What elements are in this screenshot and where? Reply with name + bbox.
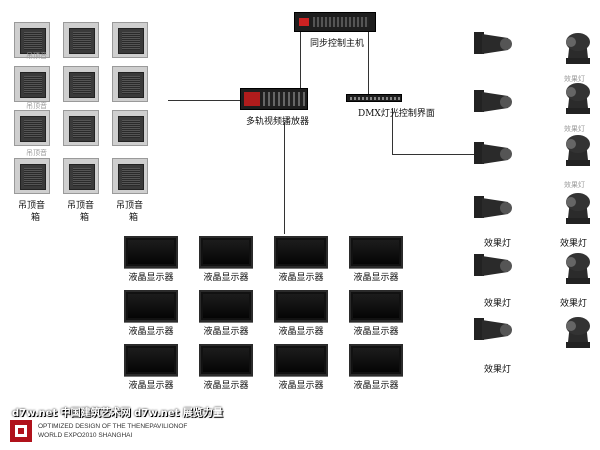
moving-head-faded-label-r1: 效果灯 (564, 75, 585, 83)
speaker-r4-c1 (14, 158, 50, 194)
speaker-label-3-line2: 箱 (129, 213, 139, 223)
lcd-label-r3-c1: 液晶显示器 (128, 381, 174, 391)
multitrack-player-unit (240, 88, 308, 110)
effect-light-icon-l2 (474, 90, 512, 112)
lcd-label-r3-c2: 液晶显示器 (203, 381, 249, 391)
lcd-monitor-r1-c1 (124, 236, 178, 268)
effect-light-label-l4: 效果灯 (484, 239, 512, 249)
speaker-label-3-line1: 吊顶音 (116, 201, 144, 211)
effect-light-icon-l6 (474, 318, 512, 340)
moving-head-icon-r4 (566, 193, 590, 224)
sync-controller-unit (294, 12, 376, 32)
lcd-monitor-r1-c3 (274, 236, 328, 268)
footer-line-1: OPTIMIZED DESIGN OF THE THENEPAVILIONOF (38, 423, 188, 430)
expo-logo-icon (10, 420, 32, 442)
footer: d7w.net 中国建筑艺术网 d7w.net 展览力量 OPTIMIZED D… (0, 408, 600, 450)
connector-player-sync (300, 28, 301, 88)
lcd-label-r1-c4: 液晶显示器 (353, 273, 399, 283)
effect-light-label-l5: 效果灯 (484, 299, 512, 309)
speaker-r1-c1 (14, 22, 50, 58)
lcd-monitor-r3-c3 (274, 344, 328, 376)
speaker-r1-c3 (112, 22, 148, 58)
speaker-r4-c3 (112, 158, 148, 194)
speaker-r4-c2 (63, 158, 99, 194)
lcd-monitor-r3-c4 (349, 344, 403, 376)
connector-dmx-down (392, 108, 393, 154)
effect-light-icon-l4 (474, 196, 512, 218)
dmx-console-label: DMX灯光控制界面 (358, 109, 435, 119)
lcd-monitor-r1-c4 (349, 236, 403, 268)
lcd-monitor-r2-c2 (199, 290, 253, 322)
speaker-label-1-line1: 吊顶音 (18, 201, 46, 211)
lcd-label-r1-c1: 液晶显示器 (128, 273, 174, 283)
speaker-r3-c2 (63, 110, 99, 146)
speaker-r2-c1 (14, 66, 50, 102)
speaker-r3-c1 (14, 110, 50, 146)
speaker-faded-label-1: 吊顶音 (26, 52, 47, 60)
moving-head-icon-r3 (566, 135, 590, 166)
footer-line-2: WORLD EXPO2010 SHANGHAI (38, 432, 133, 439)
moving-head-icon-r1 (566, 33, 590, 64)
lcd-monitor-r2-c3 (274, 290, 328, 322)
connector-sync-dmx (368, 28, 369, 94)
lcd-monitor-r1-c2 (199, 236, 253, 268)
connector-speakers-player (168, 100, 240, 101)
speaker-faded-label-2: 吊顶音 (26, 102, 47, 110)
lcd-label-r1-c2: 液晶显示器 (203, 273, 249, 283)
effect-light-label-l6: 效果灯 (484, 365, 512, 375)
lcd-monitor-r2-c1 (124, 290, 178, 322)
speaker-r1-c2 (63, 22, 99, 58)
lcd-monitor-r3-c1 (124, 344, 178, 376)
moving-head-icon-r6 (566, 317, 590, 348)
moving-head-label-r4: 效果灯 (560, 239, 588, 249)
lcd-label-r3-c4: 液晶显示器 (353, 381, 399, 391)
lcd-label-r2-c4: 液晶显示器 (353, 327, 399, 337)
watermark-text: d7w.net 中国建筑艺术网 d7w.net 展览力量 (12, 408, 223, 419)
moving-head-icon-r2 (566, 83, 590, 114)
speaker-label-2-line2: 箱 (80, 213, 90, 223)
effect-light-icon-l3 (474, 142, 512, 164)
moving-head-faded-label-r3: 效果灯 (564, 181, 585, 189)
lcd-monitor-r2-c4 (349, 290, 403, 322)
speaker-label-1-line2: 箱 (31, 213, 41, 223)
connector-player-monitors (284, 122, 285, 234)
speaker-r3-c3 (112, 110, 148, 146)
lcd-label-r1-c3: 液晶显示器 (278, 273, 324, 283)
sync-controller-label: 同步控制主机 (310, 39, 365, 49)
lcd-label-r2-c3: 液晶显示器 (278, 327, 324, 337)
lcd-label-r3-c3: 液晶显示器 (278, 381, 324, 391)
connector-dmx-lights (392, 154, 478, 155)
lcd-label-r2-c2: 液晶显示器 (203, 327, 249, 337)
multitrack-player-label: 多轨视频播放器 (246, 117, 310, 127)
moving-head-icon-r5 (566, 253, 590, 284)
speaker-label-2-line1: 吊顶音 (67, 201, 95, 211)
lcd-label-r2-c1: 液晶显示器 (128, 327, 174, 337)
speaker-r2-c2 (63, 66, 99, 102)
moving-head-label-r5: 效果灯 (560, 299, 588, 309)
dmx-console-unit (346, 94, 402, 102)
effect-light-icon-l1 (474, 32, 512, 54)
speaker-faded-label-3: 吊顶音 (26, 149, 47, 157)
speaker-r2-c3 (112, 66, 148, 102)
lcd-monitor-r3-c2 (199, 344, 253, 376)
effect-light-icon-l5 (474, 254, 512, 276)
moving-head-faded-label-r2: 效果灯 (564, 125, 585, 133)
